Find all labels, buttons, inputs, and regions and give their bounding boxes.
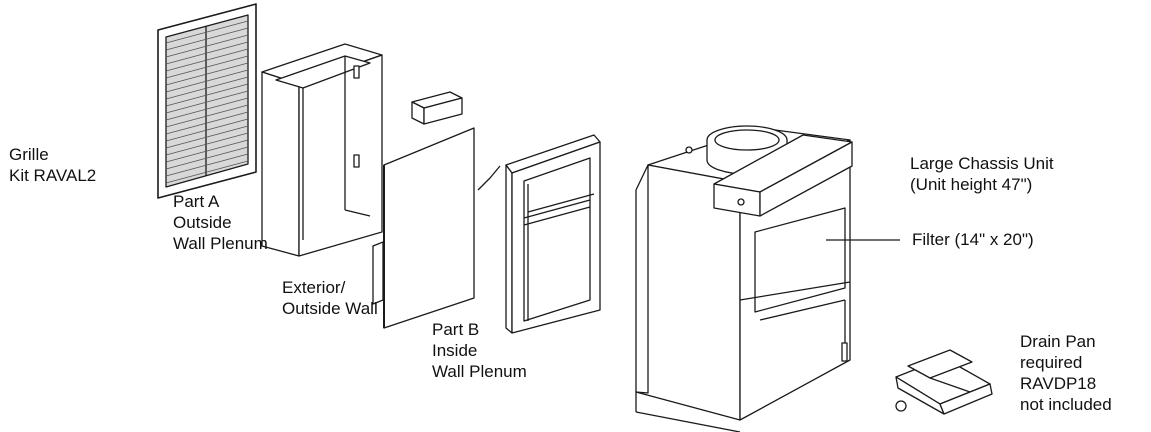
grille-label: Grille Kit RAVAL2 (9, 145, 97, 185)
drain-pan-label: Drain Pan required RAVDP18 not included (1020, 332, 1112, 414)
grille-illustration (157, 3, 257, 199)
large-chassis-label: Large Chassis Unit (Unit height 47") (910, 154, 1054, 194)
part-a-label: Part A Outside Wall Plenum (173, 192, 268, 253)
part-b-plenum-illustration (505, 134, 601, 334)
part-b-label: Part B Inside Wall Plenum (432, 320, 527, 381)
drain-pan-illustration (895, 349, 993, 415)
exterior-wall-illustration (372, 91, 501, 329)
exterior-wall-label: Exterior/ Outside Wall (282, 278, 378, 318)
filter-label: Filter (14" x 20") (912, 230, 1034, 249)
chassis-unit-illustration (635, 125, 853, 432)
part-a-plenum-illustration (261, 43, 383, 257)
